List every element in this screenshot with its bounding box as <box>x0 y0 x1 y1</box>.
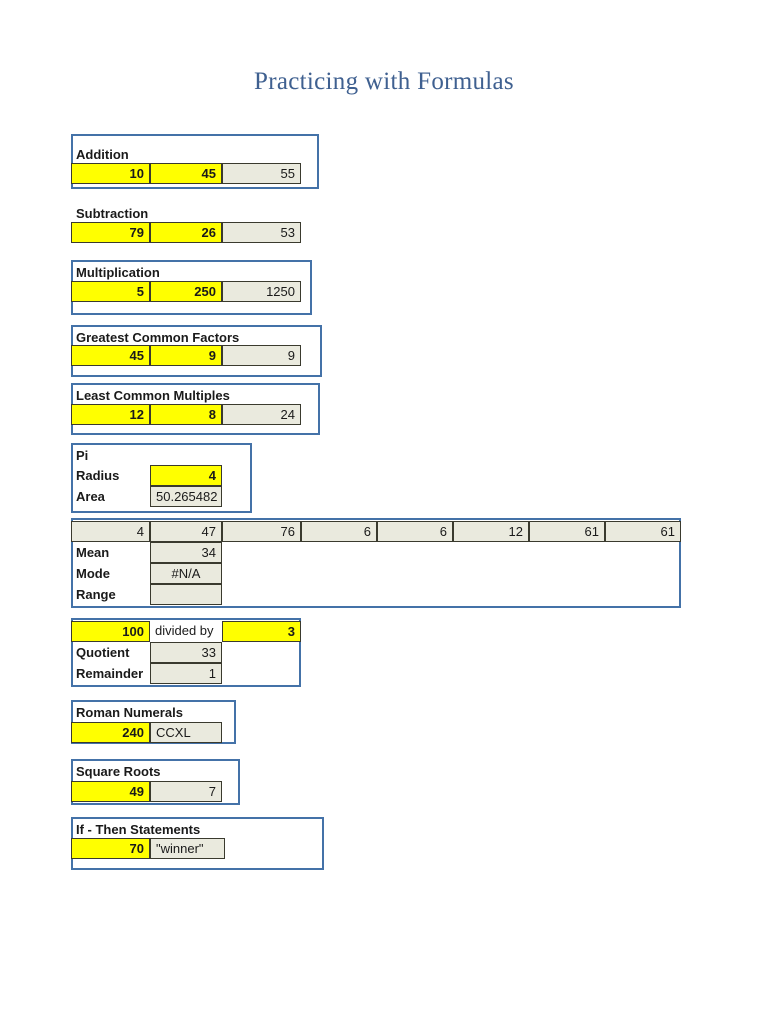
gcf-input-1[interactable]: 45 <box>71 345 150 366</box>
subtraction-input-1[interactable]: 79 <box>71 222 150 243</box>
statistics-range-value <box>150 584 222 605</box>
statistics-mean-value: 34 <box>150 542 222 563</box>
if-then-input[interactable]: 70 <box>71 838 150 859</box>
roman-numerals-input[interactable]: 240 <box>71 722 150 743</box>
statistics-value-5[interactable]: 6 <box>377 521 453 542</box>
subtraction-input-2[interactable]: 26 <box>150 222 222 243</box>
square-roots-input[interactable]: 49 <box>71 781 150 802</box>
division-dividend[interactable]: 100 <box>71 621 150 642</box>
statistics-range-label: Range <box>76 587 116 602</box>
multiplication-result: 1250 <box>222 281 301 302</box>
lcm-input-2[interactable]: 8 <box>150 404 222 425</box>
division-connector-label: divided by <box>150 621 222 642</box>
multiplication-label: Multiplication <box>76 265 160 280</box>
pi-area-label: Area <box>76 489 105 504</box>
pi-radius-value[interactable]: 4 <box>150 465 222 486</box>
page-title: Practicing with Formulas <box>254 68 514 95</box>
statistics-value-3[interactable]: 76 <box>222 521 301 542</box>
addition-input-1[interactable]: 10 <box>71 163 150 184</box>
division-remainder-label: Remainder <box>76 666 144 681</box>
roman-numerals-result: CCXL <box>150 722 222 743</box>
if-then-result: "winner" <box>150 838 225 859</box>
square-roots-label: Square Roots <box>76 764 161 779</box>
statistics-value-2[interactable]: 47 <box>150 521 222 542</box>
pi-radius-label: Radius <box>76 468 120 483</box>
pi-label: Pi <box>76 448 89 463</box>
gcf-result: 9 <box>222 345 301 366</box>
square-roots-result: 7 <box>150 781 222 802</box>
pi-area-value: 50.265482 <box>150 486 222 507</box>
roman-numerals-label: Roman Numerals <box>76 705 183 720</box>
statistics-value-7[interactable]: 61 <box>529 521 605 542</box>
lcm-result: 24 <box>222 404 301 425</box>
statistics-mode-value: #N/A <box>150 563 222 584</box>
lcm-input-1[interactable]: 12 <box>71 404 150 425</box>
statistics-value-1[interactable]: 4 <box>71 521 150 542</box>
gcf-input-2[interactable]: 9 <box>150 345 222 366</box>
division-quotient-label: Quotient <box>76 645 130 660</box>
statistics-value-4[interactable]: 6 <box>301 521 377 542</box>
addition-label: Addition <box>76 147 129 162</box>
subtraction-label: Subtraction <box>76 206 149 221</box>
statistics-value-6[interactable]: 12 <box>453 521 529 542</box>
lcm-label: Least Common Multiples <box>76 388 230 403</box>
statistics-mode-label: Mode <box>76 566 110 581</box>
statistics-mean-label: Mean <box>76 545 110 560</box>
multiplication-input-2[interactable]: 250 <box>150 281 222 302</box>
addition-result: 55 <box>222 163 301 184</box>
statistics-value-8[interactable]: 61 <box>605 521 681 542</box>
gcf-label: Greatest Common Factors <box>76 330 240 345</box>
multiplication-input-1[interactable]: 5 <box>71 281 150 302</box>
addition-input-2[interactable]: 45 <box>150 163 222 184</box>
division-remainder-value: 1 <box>150 663 222 684</box>
if-then-label: If - Then Statements <box>76 822 201 837</box>
subtraction-result: 53 <box>222 222 301 243</box>
division-divisor[interactable]: 3 <box>222 621 301 642</box>
division-quotient-value: 33 <box>150 642 222 663</box>
